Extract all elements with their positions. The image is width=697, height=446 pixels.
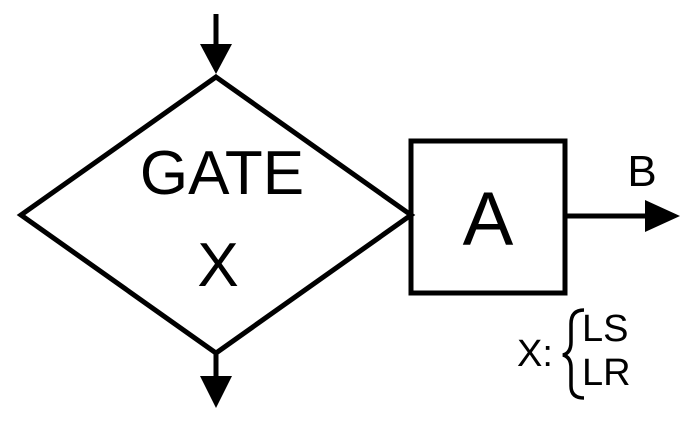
input-arrow [200,14,232,74]
output-arrow [565,200,680,232]
legend-option-lr: LR [582,352,631,394]
exit-arrow-down [200,353,232,408]
legend-brace [562,308,585,400]
gate-variable: X [197,231,238,300]
gate-title: GATE [140,139,304,208]
legend-variable: X: [517,333,553,375]
process-box-label: A [463,177,514,262]
gate-diamond [16,73,416,357]
output-label: B [627,147,656,196]
legend-option-ls: LS [582,308,628,350]
